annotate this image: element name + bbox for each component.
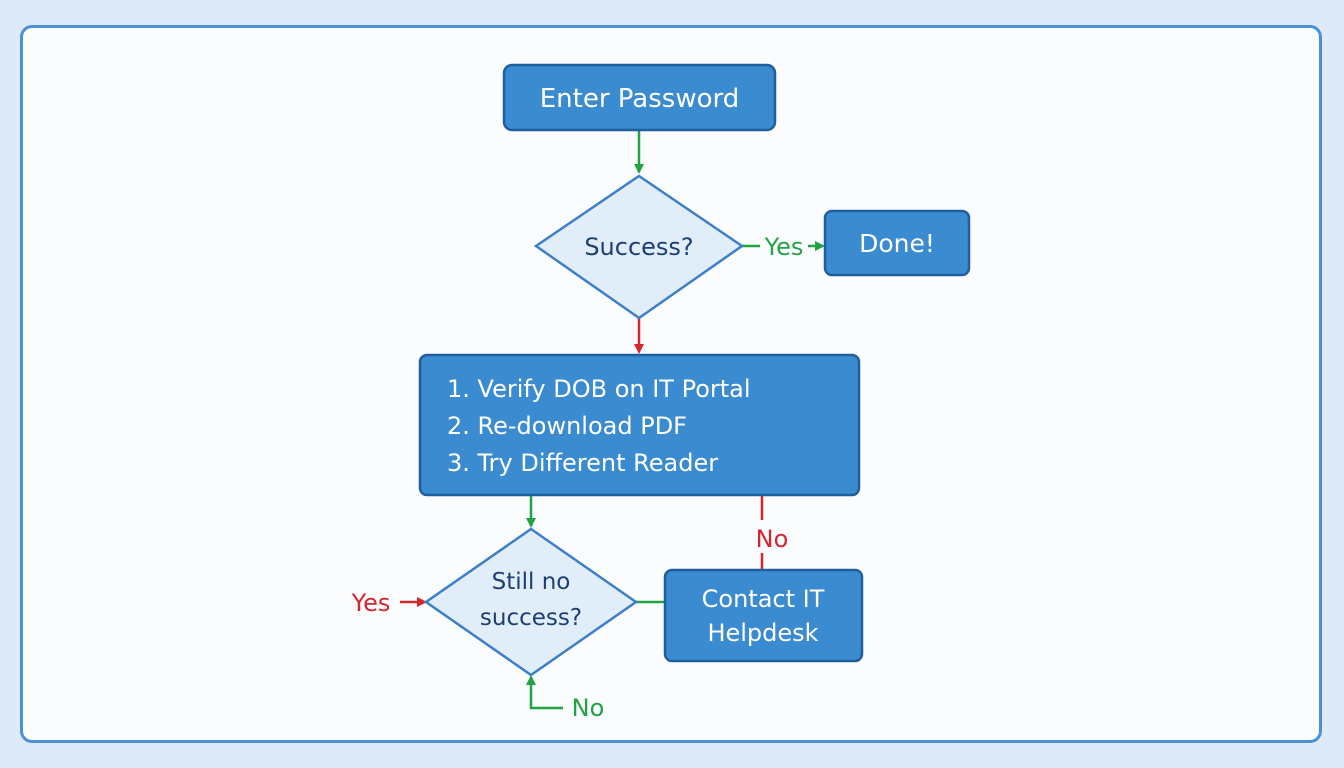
node-done: Done! — [823, 209, 971, 277]
node-contact-line-1: Contact IT — [702, 585, 825, 613]
node-step-3: 3. Try Different Reader — [447, 449, 718, 477]
node-step-1: 1. Verify DOB on IT Portal — [447, 375, 751, 403]
node-contact-line-2: Helpdesk — [707, 619, 818, 647]
edge-label-steps-no: No — [756, 525, 789, 553]
node-enter-password-label: Enter Password — [540, 84, 740, 114]
node-steps: 1. Verify DOB on IT Portal 2. Re-downloa… — [418, 353, 861, 497]
node-done-label: Done! — [859, 229, 935, 258]
node-still-no-success-decision: Still no success? — [423, 527, 639, 677]
node-step-2: 2. Re-download PDF — [447, 412, 687, 440]
edge-label-still-yes: Yes — [351, 589, 391, 617]
node-still-line-1: Still no — [492, 569, 571, 595]
node-contact-it: Contact IT Helpdesk — [663, 568, 864, 663]
edge-still-no — [526, 675, 563, 710]
node-enter-password: Enter Password — [502, 63, 777, 132]
edge-label-success-yes: Yes — [764, 233, 804, 261]
node-success-label: Success? — [584, 233, 693, 261]
edge-label-still-no: No — [572, 694, 605, 722]
node-still-line-2: success? — [480, 605, 582, 631]
node-success-decision: Success? — [533, 174, 745, 320]
